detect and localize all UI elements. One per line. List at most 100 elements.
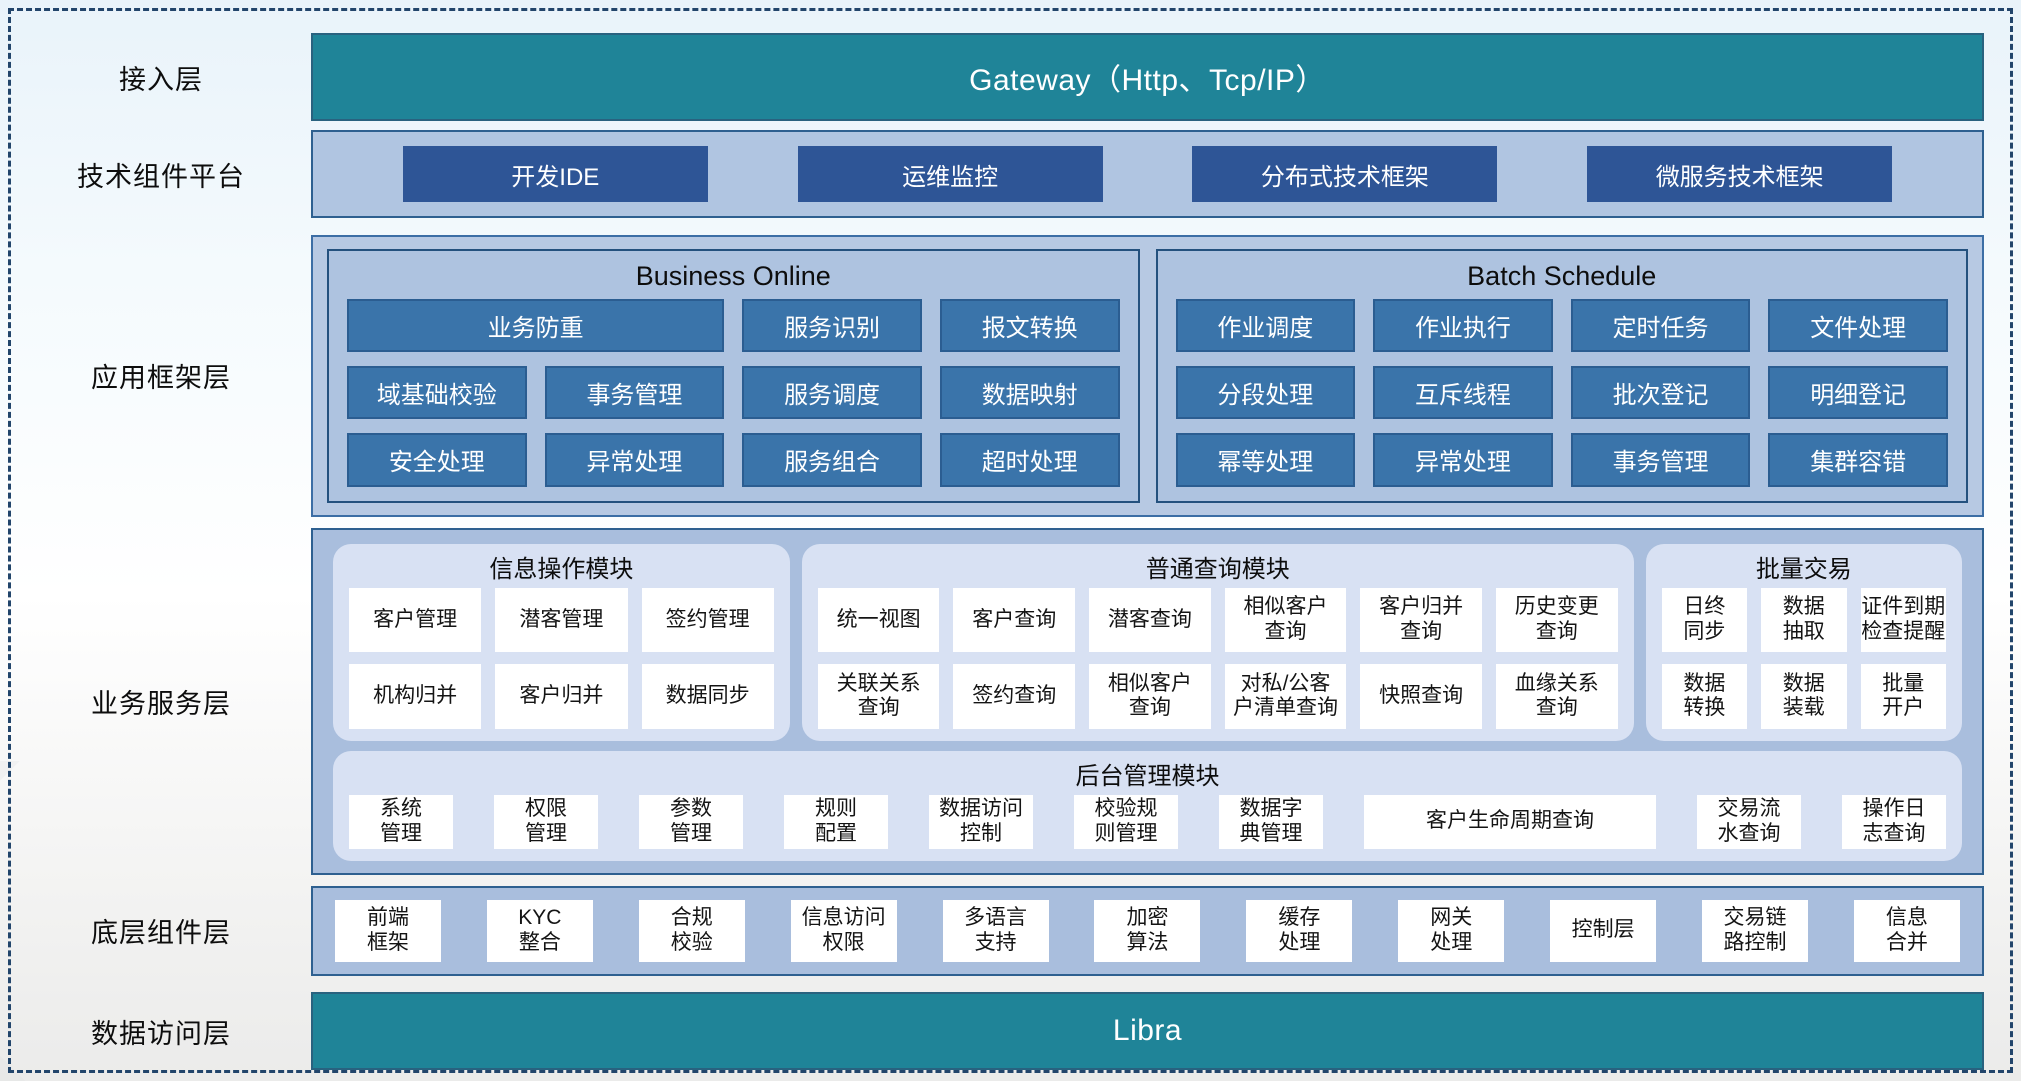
service-cell: 客户归并 bbox=[495, 664, 628, 729]
service-cell: 历史变更 查询 bbox=[1495, 587, 1618, 653]
fw-item: 异常处理 bbox=[544, 433, 725, 487]
batch-schedule-box: Batch Schedule 作业调度 作业执行 定时任务 文件处理 分段处理 … bbox=[1155, 248, 1968, 503]
component-cell: 信息 合并 bbox=[1853, 899, 1960, 962]
service-cell: 签约管理 bbox=[641, 587, 774, 653]
layer-row-business-service: 业务服务层 信息操作模块 客户管理 潜客管理 签约管理 机构归并 客户归并 数据… bbox=[11, 527, 2010, 875]
layer-label-app-framework: 应用框架层 bbox=[91, 363, 231, 394]
service-cell: 统一视图 bbox=[817, 587, 940, 653]
service-cell: 数据访问 控制 bbox=[929, 794, 1033, 849]
service-cell: 规则 配置 bbox=[784, 794, 888, 849]
admin-module-title: 后台管理模块 bbox=[1075, 763, 1220, 791]
fw-item: 批次登记 bbox=[1570, 365, 1751, 420]
component-cell: KYC 整合 bbox=[486, 899, 593, 962]
service-cell: 校验规 则管理 bbox=[1074, 794, 1178, 849]
service-cell: 数据 抽取 bbox=[1761, 587, 1847, 653]
fw-item: 服务识别 bbox=[742, 298, 922, 352]
fw-item: 分段处理 bbox=[1175, 365, 1356, 420]
fw-item: 集群容错 bbox=[1768, 433, 1948, 487]
tech-item-dev-ide: 开发IDE bbox=[402, 146, 708, 203]
layer-label-data-access: 数据访问层 bbox=[91, 1018, 231, 1049]
service-cell: 交易流 水查询 bbox=[1697, 794, 1801, 849]
fw-item: 业务防重 bbox=[347, 298, 725, 352]
service-cell: 参数 管理 bbox=[639, 794, 743, 849]
layer-row-app-framework: 应用框架层 Business Online 业务防重 服务识别 报文转换 域基础… bbox=[11, 234, 2010, 517]
layer-row-access: 接入层 Gateway（Http、Tcp/IP） bbox=[11, 33, 2010, 121]
common-query-title: 普通查询模块 bbox=[1145, 556, 1290, 584]
tech-item-ops-monitor: 运维监控 bbox=[797, 146, 1103, 203]
layer-row-tech-platform: 技术组件平台 开发IDE 运维监控 分布式技术框架 微服务技术框架 bbox=[11, 130, 2010, 219]
batch-schedule-title: Batch Schedule bbox=[1467, 261, 1657, 292]
fw-item: 服务组合 bbox=[742, 433, 922, 487]
business-online-grid: 业务防重 服务识别 报文转换 域基础校验 事务管理 服务调度 数据映射 安全处理… bbox=[347, 298, 1120, 487]
admin-module-row: 系统 管理 权限 管理 参数 管理 规则 配置 数据访问 控制 校验规 则管理 … bbox=[349, 794, 1946, 849]
fw-item: 幂等处理 bbox=[1175, 433, 1356, 487]
batch-trade-grid: 日终 同步 数据 抽取 证件到期 检查提醒 数据 转换 数据 装载 批量 开户 bbox=[1661, 587, 1946, 729]
service-cell: 客户管理 bbox=[349, 587, 482, 653]
business-service-container: 信息操作模块 客户管理 潜客管理 签约管理 机构归并 客户归并 数据同步 普通查… bbox=[311, 527, 1984, 875]
layer-label-base-components: 底层组件层 bbox=[91, 918, 231, 949]
component-cell: 信息访问 权限 bbox=[790, 899, 897, 962]
service-cell: 签约查询 bbox=[953, 664, 1076, 729]
service-cell: 证件到期 检查提醒 bbox=[1860, 587, 1946, 653]
fw-item: 事务管理 bbox=[544, 365, 725, 420]
fw-item: 互斥线程 bbox=[1373, 365, 1553, 420]
fw-item: 数据映射 bbox=[939, 365, 1120, 420]
base-components-row: 前端 框架 KYC 整合 合规 校验 信息访问 权限 多语言 支持 加密 算法 … bbox=[335, 899, 1960, 962]
libra-bar: Libra bbox=[311, 992, 1984, 1071]
batch-schedule-grid: 作业调度 作业执行 定时任务 文件处理 分段处理 互斥线程 批次登记 明细登记 … bbox=[1175, 298, 1948, 487]
gateway-bar: Gateway（Http、Tcp/IP） bbox=[311, 33, 1984, 121]
service-cell: 数据字 典管理 bbox=[1219, 794, 1323, 849]
service-cell: 机构归并 bbox=[349, 664, 482, 729]
component-cell: 网关 处理 bbox=[1398, 899, 1505, 962]
service-cell: 相似客户 查询 bbox=[1089, 664, 1211, 729]
fw-item: 异常处理 bbox=[1373, 433, 1553, 487]
component-cell: 缓存 处理 bbox=[1246, 899, 1353, 962]
fw-item: 文件处理 bbox=[1768, 298, 1948, 352]
base-components-container: 前端 框架 KYC 整合 合规 校验 信息访问 权限 多语言 支持 加密 算法 … bbox=[311, 885, 1984, 976]
service-cell: 操作日 志查询 bbox=[1842, 794, 1946, 849]
service-cell: 权限 管理 bbox=[494, 794, 598, 849]
service-cell: 对私/公客 户清单查询 bbox=[1224, 664, 1347, 729]
admin-module: 后台管理模块 系统 管理 权限 管理 参数 管理 规则 配置 数据访问 控制 校… bbox=[333, 750, 1962, 861]
outer-dashed-border bbox=[8, 8, 2013, 1073]
service-cell: 关联关系 查询 bbox=[817, 664, 940, 729]
tech-platform-container: 开发IDE 运维监控 分布式技术框架 微服务技术框架 bbox=[311, 130, 1984, 219]
service-cell: 血缘关系 查询 bbox=[1495, 664, 1618, 729]
layer-row-base-components: 底层组件层 前端 框架 KYC 整合 合规 校验 信息访问 权限 多语言 支持 … bbox=[11, 885, 2010, 976]
service-cell: 日终 同步 bbox=[1661, 587, 1748, 653]
info-operation-module: 信息操作模块 客户管理 潜客管理 签约管理 机构归并 客户归并 数据同步 bbox=[333, 543, 790, 741]
common-query-module: 普通查询模块 统一视图 客户查询 潜客查询 相似客户 查询 客户归并 查询 历史… bbox=[801, 543, 1634, 741]
fw-item: 域基础校验 bbox=[347, 365, 527, 420]
service-cell: 客户生命周期查询 bbox=[1364, 794, 1656, 849]
service-cell: 数据 转换 bbox=[1661, 664, 1748, 729]
service-cell: 批量 开户 bbox=[1860, 664, 1946, 729]
batch-trade-title: 批量交易 bbox=[1755, 556, 1852, 584]
info-operation-grid: 客户管理 潜客管理 签约管理 机构归并 客户归并 数据同步 bbox=[349, 587, 774, 729]
service-cell: 潜客查询 bbox=[1089, 587, 1211, 653]
fw-item: 作业执行 bbox=[1373, 298, 1553, 352]
architecture-diagram: 接入层 Gateway（Http、Tcp/IP） 技术组件平台 开发IDE 运维… bbox=[11, 11, 2010, 1071]
batch-trade-module: 批量交易 日终 同步 数据 抽取 证件到期 检查提醒 数据 转换 数据 装载 批… bbox=[1645, 543, 1962, 741]
service-cell: 客户查询 bbox=[953, 587, 1076, 653]
fw-item: 定时任务 bbox=[1570, 298, 1751, 352]
service-cell: 数据同步 bbox=[641, 664, 774, 729]
common-query-grid: 统一视图 客户查询 潜客查询 相似客户 查询 客户归并 查询 历史变更 查询 关… bbox=[817, 587, 1618, 729]
tech-item-distributed-framework: 分布式技术框架 bbox=[1192, 146, 1498, 203]
info-operation-title: 信息操作模块 bbox=[489, 556, 634, 584]
layer-label-tech-platform: 技术组件平台 bbox=[77, 161, 245, 192]
component-cell: 合规 校验 bbox=[638, 899, 745, 962]
layer-label-business-service: 业务服务层 bbox=[91, 688, 231, 719]
fw-item: 超时处理 bbox=[939, 433, 1120, 487]
fw-item: 明细登记 bbox=[1768, 365, 1948, 420]
fw-item: 事务管理 bbox=[1570, 433, 1751, 487]
layer-row-data-access: 数据访问层 Libra bbox=[11, 992, 2010, 1071]
service-cell: 快照查询 bbox=[1360, 664, 1482, 729]
layer-label-access: 接入层 bbox=[119, 64, 203, 95]
service-cell: 客户归并 查询 bbox=[1360, 587, 1482, 653]
fw-item: 服务调度 bbox=[742, 365, 922, 420]
tech-item-microservice-framework: 微服务技术框架 bbox=[1587, 146, 1893, 203]
business-online-title: Business Online bbox=[635, 261, 831, 292]
component-cell: 前端 框架 bbox=[335, 899, 441, 962]
service-cell: 系统 管理 bbox=[349, 794, 453, 849]
service-cell: 相似客户 查询 bbox=[1224, 587, 1347, 653]
